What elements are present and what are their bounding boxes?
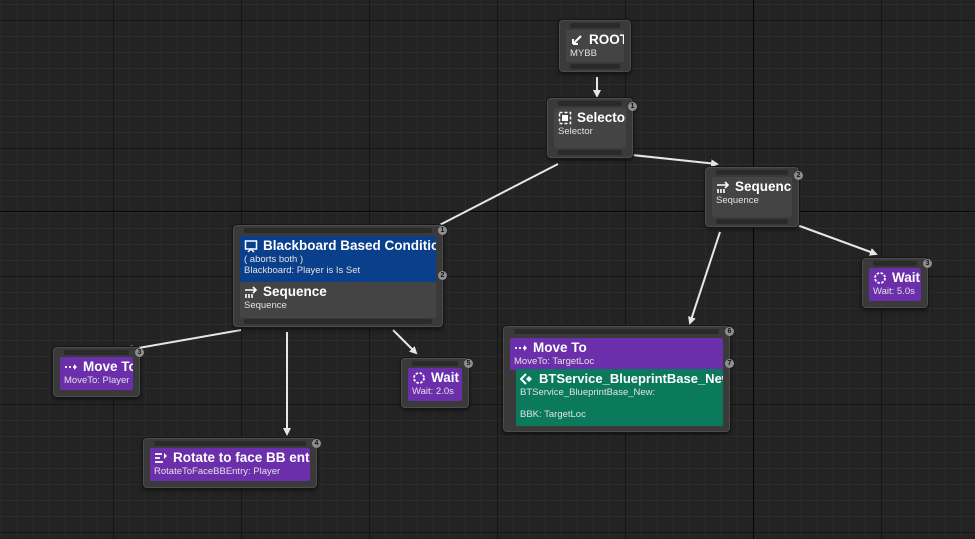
move-to-target-node[interactable]: Move To MoveTo: TargetLoc BTService_Blue… [503,326,734,432]
link-sequence-right-wait [796,224,878,256]
selector-icon [558,111,572,125]
decorator-index-badge: 1 [438,226,447,235]
service-index-badge: 7 [725,359,734,368]
blackboard-condition-decorator[interactable]: Blackboard Based Condition ( aborts both… [240,236,436,283]
move-to-player-title: Move To [83,359,133,374]
rotate-title-row: Rotate to face BB entry [154,450,310,466]
wait-right-index-badge: 3 [923,259,932,268]
service-blackboard-key: BBK: TargetLoc [520,409,586,420]
rotate-body: Rotate to face BB entry RotateToFaceBBEn… [150,448,310,481]
condition-sequence-title-row: Sequence [244,284,432,300]
wait-left-index-badge: 5 [464,359,473,368]
decorator-blackboard-text: Blackboard: Player is Is Set [244,265,361,276]
condition-sequence-index-badge: 2 [438,271,447,280]
move-to-icon [65,364,77,370]
blackboard-icon [244,240,258,253]
move-to-target-index-badge: 6 [725,327,734,336]
link-condition-wait-left [392,329,418,355]
wait-left-subtitle: Wait: 2.0s [412,386,454,397]
selector-subtitle: Selector [558,126,593,137]
rotate-index-badge: 4 [312,439,321,448]
condition-sequence-subtitle: Sequence [244,300,287,311]
sequence-icon [717,181,730,193]
rotate-title: Rotate to face BB entry [173,450,310,465]
wait-left-title-row: Wait [412,370,459,386]
move-to-player-title-row: Move To [64,359,133,375]
blueprint-service[interactable]: BTService_BlueprintBase_New BTService_Bl… [516,369,723,426]
selector-index-badge: 1 [628,102,637,111]
wait-icon [413,372,425,384]
service-title-row: BTService_BlueprintBase_New [520,371,723,387]
move-to-player-body: Move To MoveTo: Player [60,357,133,390]
link-sequence-right-move-to [688,231,721,325]
root-subtitle: MYBB [570,48,597,59]
sequence-right-title-row: Sequence [716,179,792,195]
wait-right-title: Wait [892,270,920,285]
wait-left-body: Wait Wait: 2.0s [408,368,462,401]
move-to-target-task[interactable]: Move To MoveTo: TargetLoc [510,338,723,370]
move-to-player-index-badge: 3 [135,348,144,357]
wait-right-title-row: Wait [873,270,920,286]
root-node-title-row: ROOT [570,32,624,48]
grid-axis-vertical [753,0,754,539]
root-arrow-icon [572,35,582,45]
wait-left-node[interactable]: Wait Wait: 2.0s 5 [401,358,473,408]
move-to-target-subtitle: MoveTo: TargetLoc [514,356,595,367]
decorator-title-row: Blackboard Based Condition [244,238,436,254]
sequence-right-body: Sequence Sequence [712,177,792,217]
condition-sequence-title: Sequence [263,284,327,299]
selector-title: Selector [577,110,626,125]
sequence-right-subtitle: Sequence [716,195,759,206]
selector-node-body: Selector Selector [554,108,626,148]
rotate-icon [155,453,167,463]
wait-right-body: Wait Wait: 5.0s [869,268,921,301]
move-to-player-subtitle: MoveTo: Player [64,375,130,386]
wait-right-subtitle: Wait: 5.0s [873,286,915,297]
selector-title-row: Selector [558,110,626,126]
move-to-player-node[interactable]: Move To MoveTo: Player 3 [53,347,144,397]
move-to-target-title: Move To [533,340,587,355]
move-to-target-title-row: Move To [514,340,719,356]
service-icon [520,373,532,385]
condition-sequence-composite[interactable]: Sequence Sequence [240,282,436,318]
root-node[interactable]: ROOT MYBB [559,20,631,72]
wait-left-title: Wait [431,370,459,385]
link-selector-condition-sequence [426,163,559,232]
selector-node[interactable]: Selector Selector 1 [547,98,637,158]
link-condition-move-to-player [125,329,242,353]
service-title: BTService_BlueprintBase_New [539,371,723,386]
sequence-right-index-badge: 2 [794,171,803,180]
wait-icon [874,272,886,284]
decorator-aborts-text: ( aborts both ) [244,254,304,265]
rotate-node[interactable]: Rotate to face BB entry RotateToFaceBBEn… [143,438,321,488]
root-node-body: ROOT MYBB [566,30,624,62]
sequence-right-title: Sequence [735,179,792,194]
rotate-subtitle: RotateToFaceBBEntry: Player [154,466,281,477]
grid-axis-horizontal [0,211,975,212]
sequence-right-node[interactable]: Sequence Sequence 2 [705,167,803,227]
link-selector-sequence-right [631,154,719,168]
wait-right-node[interactable]: Wait Wait: 5.0s 3 [862,258,932,308]
sequence-icon [245,286,258,298]
move-to-icon [515,345,527,351]
decorator-title: Blackboard Based Condition [263,238,436,253]
condition-sequence-node[interactable]: Blackboard Based Condition ( aborts both… [233,225,447,327]
root-title: ROOT [589,32,624,47]
service-description: BTService_BlueprintBase_New: [520,387,656,398]
